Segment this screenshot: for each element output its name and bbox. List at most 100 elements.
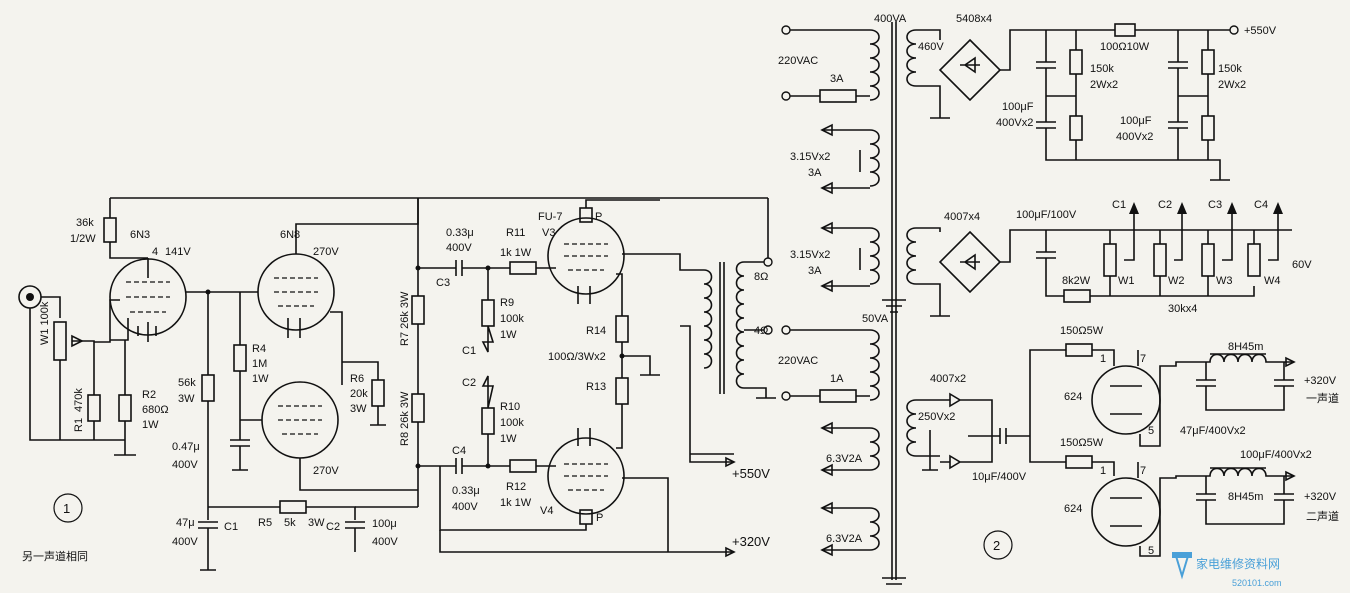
svg-text:100μ: 100μ xyxy=(372,518,397,530)
svg-text:10μF/400V: 10μF/400V xyxy=(972,471,1027,483)
svg-text:1: 1 xyxy=(63,501,70,516)
volume-pot xyxy=(53,321,67,361)
svg-text:470k: 470k xyxy=(73,388,85,412)
svg-text:56k: 56k xyxy=(178,377,196,389)
c3-capacitor xyxy=(418,260,510,276)
svg-text:400Vx2: 400Vx2 xyxy=(1116,131,1153,143)
svg-text:3W: 3W xyxy=(308,517,325,529)
svg-text:4007x4: 4007x4 xyxy=(944,211,980,223)
svg-text:W4: W4 xyxy=(1264,275,1281,287)
svg-text:100μF: 100μF xyxy=(1002,101,1034,113)
svg-text:1k 1W: 1k 1W xyxy=(500,247,532,259)
svg-text:680Ω: 680Ω xyxy=(142,404,169,416)
svg-text:R11: R11 xyxy=(506,227,525,239)
svg-text:4: 4 xyxy=(152,246,158,258)
bias-pots xyxy=(1103,202,1283,296)
svg-text:P: P xyxy=(595,211,602,223)
svg-text:400Vx2: 400Vx2 xyxy=(996,117,1033,129)
svg-text:100μF: 100μF xyxy=(1120,115,1152,127)
svg-text:5: 5 xyxy=(1148,425,1154,437)
labels: W1 100k R1 470k R2 680Ω 1W 36k 1/2W 6N3 … xyxy=(22,13,1339,588)
svg-text:8k2W: 8k2W xyxy=(1062,275,1091,287)
choke-2 xyxy=(1188,467,1294,477)
fuse-1a xyxy=(819,389,857,403)
svg-text:3A: 3A xyxy=(830,73,844,85)
svg-text:20k: 20k xyxy=(350,388,368,400)
svg-text:C4: C4 xyxy=(452,445,466,457)
svg-text:P: P xyxy=(596,512,603,524)
svg-text:1A: 1A xyxy=(830,373,844,385)
svg-text:+550V: +550V xyxy=(732,466,770,481)
svg-text:1: 1 xyxy=(1100,465,1106,477)
svg-text:R7 26k 3W: R7 26k 3W xyxy=(399,291,411,346)
svg-text:1k 1W: 1k 1W xyxy=(500,497,532,509)
svg-text:3.15Vx2: 3.15Vx2 xyxy=(790,151,830,163)
output-transformer-secondary xyxy=(735,261,745,389)
r-8k2 xyxy=(1063,289,1091,303)
output-transformer-primary xyxy=(703,269,713,369)
figure-marker-2 xyxy=(983,530,1013,560)
svg-text:R8 26k 3W: R8 26k 3W xyxy=(399,391,411,446)
svg-text:W1 100k: W1 100k xyxy=(39,301,51,345)
r7-resistor xyxy=(411,295,425,325)
svg-text:2Wx2: 2Wx2 xyxy=(1218,79,1246,91)
transformer-core xyxy=(891,22,897,580)
tube-v4-fu7 xyxy=(547,437,625,515)
rect-tube-624-1 xyxy=(1091,365,1161,435)
svg-text:R2: R2 xyxy=(142,389,156,401)
tube-v3-fu7 xyxy=(547,217,625,295)
svg-text:150Ω5W: 150Ω5W xyxy=(1060,325,1104,337)
watermark-url: 520101.com xyxy=(1232,578,1282,588)
svg-text:100Ω/3Wx2: 100Ω/3Wx2 xyxy=(548,351,606,363)
svg-text:400V: 400V xyxy=(172,459,198,471)
svg-text:30kx4: 30kx4 xyxy=(1168,303,1197,315)
svg-text:5: 5 xyxy=(1148,545,1154,557)
svg-text:1: 1 xyxy=(1100,353,1106,365)
c2-capacitor xyxy=(345,521,365,552)
svg-text:270V: 270V xyxy=(313,246,339,258)
c4-capacitor xyxy=(418,458,510,474)
svg-text:1W: 1W xyxy=(142,419,159,431)
svg-text:1W: 1W xyxy=(500,433,517,445)
bridge-rectifier-4007 xyxy=(938,230,1002,294)
svg-text:150k: 150k xyxy=(1090,63,1114,75)
r1-resistor xyxy=(87,394,101,422)
svg-text:R9: R9 xyxy=(500,297,514,309)
svg-text:V4: V4 xyxy=(540,505,553,517)
svg-text:3A: 3A xyxy=(808,265,822,277)
svg-text:8Ω: 8Ω xyxy=(754,271,768,283)
r4-resistor xyxy=(233,344,247,372)
svg-text:60V: 60V xyxy=(1292,259,1312,271)
svg-text:220VAC: 220VAC xyxy=(778,355,818,367)
svg-text:R14: R14 xyxy=(586,325,606,337)
r10-resistor xyxy=(481,407,495,435)
r11-resistor xyxy=(509,261,537,275)
svg-text:5408x4: 5408x4 xyxy=(956,13,992,25)
svg-text:1W: 1W xyxy=(252,373,269,385)
svg-text:C1: C1 xyxy=(224,521,238,533)
tap-8ohm-terminal xyxy=(763,257,773,267)
svg-text:C2: C2 xyxy=(326,521,340,533)
r6-resistor xyxy=(371,379,385,407)
svg-text:R4: R4 xyxy=(252,343,266,355)
watermark-logo-icon xyxy=(1172,552,1192,580)
svg-text:100k: 100k xyxy=(500,417,524,429)
svg-text:C1: C1 xyxy=(462,345,476,357)
svg-text:1W: 1W xyxy=(500,329,517,341)
svg-text:1M: 1M xyxy=(252,358,267,370)
svg-text:R5: R5 xyxy=(258,517,272,529)
bridge-rectifier-5408 xyxy=(938,38,1002,102)
svg-text:6N8: 6N8 xyxy=(280,229,300,241)
r8-resistor xyxy=(411,393,425,423)
tube-6n8-lower xyxy=(261,381,339,459)
svg-text:6N3: 6N3 xyxy=(130,229,150,241)
svg-text:8H45m: 8H45m xyxy=(1228,341,1263,353)
svg-text:270V: 270V xyxy=(313,465,339,477)
svg-text:1/2W: 1/2W xyxy=(70,233,96,245)
cap-bias xyxy=(1036,230,1255,297)
svg-text:47μ: 47μ xyxy=(176,517,195,529)
r-150ohm-1 xyxy=(1065,343,1093,357)
svg-text:3W: 3W xyxy=(350,403,367,415)
svg-text:3W: 3W xyxy=(178,393,195,405)
